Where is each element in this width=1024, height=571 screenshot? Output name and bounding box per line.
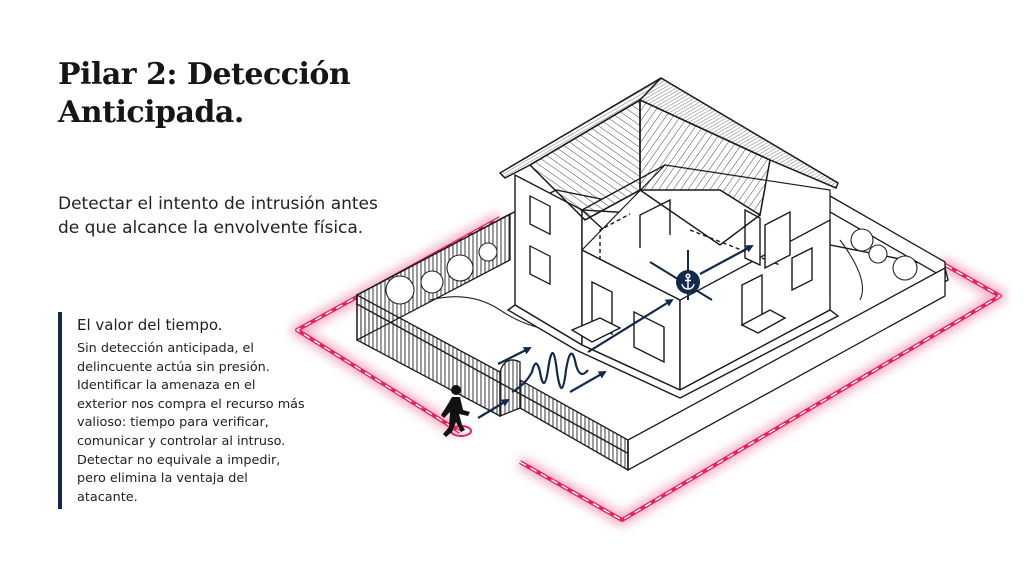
- signal-wave: [511, 351, 589, 393]
- house: [506, 163, 840, 399]
- callout-box: El valor del tiempo. Sin detección antic…: [58, 312, 308, 510]
- title-line-2: Anticipada.: [58, 95, 244, 130]
- garden-bushes: [385, 228, 918, 331]
- fence-front-left: [356, 293, 521, 418]
- hip-roof: [498, 77, 839, 246]
- subtitle: Detectar el intento de intrusión antes d…: [58, 194, 378, 238]
- page-title: Pilar 2: Detección Anticipada.: [58, 56, 418, 132]
- anchor-node-icon: [676, 270, 700, 294]
- house-perimeter-illustration: [280, 60, 1024, 571]
- title-line-1: Pilar 2: Detección: [58, 57, 351, 92]
- callout-paragraph-2: Detectar no equivale a impedir, pero eli…: [77, 452, 281, 505]
- callout-title: El valor del tiempo.: [77, 316, 223, 334]
- intruder-icon: [441, 385, 472, 437]
- callout-body: Sin detección anticipada, el delincuente…: [77, 340, 308, 507]
- fence-front-right: [519, 266, 946, 472]
- callout-paragraph-1: Sin detección anticipada, el delincuente…: [77, 341, 305, 449]
